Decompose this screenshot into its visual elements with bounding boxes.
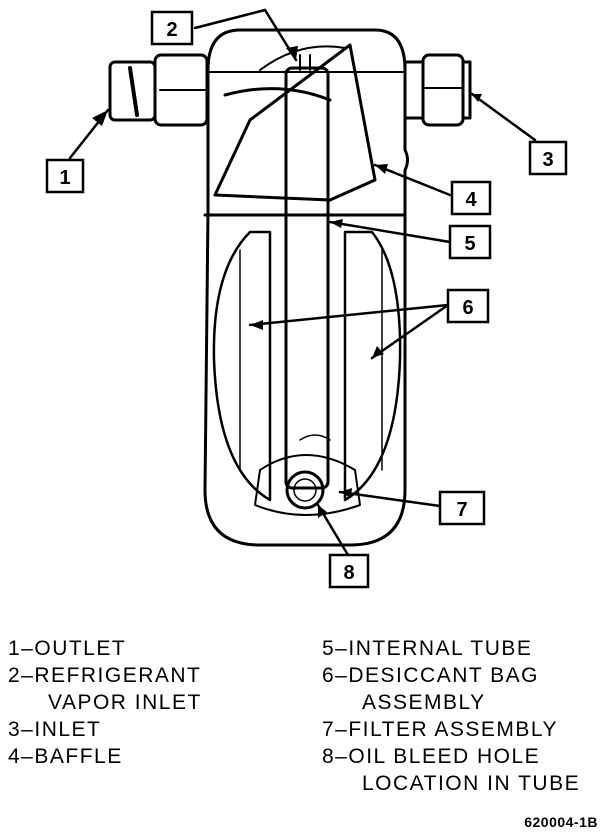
outlet-fitting xyxy=(108,53,209,127)
accumulator-diagram: 1 2 3 4 5 6 7 8 xyxy=(45,8,568,589)
oil-bleed-hole xyxy=(285,470,325,510)
callout-box-3 xyxy=(528,140,568,176)
callout-5: 5 xyxy=(464,233,475,255)
legend-item: 1–OUTLET xyxy=(8,637,127,660)
callout-box-1 xyxy=(45,158,85,194)
legend-item: 7–FILTER ASSEMBLY xyxy=(322,718,558,741)
callout-3: 3 xyxy=(542,149,553,171)
legend-item: 6–DESICCANT BAG xyxy=(322,664,540,687)
callout-8: 8 xyxy=(343,562,354,584)
callout-6: 6 xyxy=(462,297,473,319)
legend-right-column: 5–INTERNAL TUBE 6–DESICCANT BAG ASSEMBLY 7–… xyxy=(322,635,580,797)
desiccant-bag-left xyxy=(212,230,272,502)
callout-box-7 xyxy=(438,490,486,526)
filter-assembly xyxy=(254,454,361,516)
legend-item: 5–INTERNAL TUBE xyxy=(322,637,533,660)
baffle xyxy=(213,43,377,202)
legend-item: 8–OIL BLEED HOLE xyxy=(322,745,541,768)
callout-box-8 xyxy=(328,553,370,589)
legend-item: ASSEMBLY xyxy=(362,691,486,714)
callout-box-4 xyxy=(450,180,492,216)
inlet-fitting xyxy=(403,53,472,127)
legend-item: LOCATION IN TUBE xyxy=(362,772,581,795)
legend-item: 3–INLET xyxy=(8,718,102,741)
accumulator-housing xyxy=(203,28,409,547)
desiccant-bag-right xyxy=(343,230,402,502)
legend-item: 2–REFRIGERANT xyxy=(8,664,202,687)
callout-7: 7 xyxy=(456,499,467,521)
legend-item: 4–BAFFLE xyxy=(8,745,123,768)
callout-4: 4 xyxy=(465,189,477,211)
callout-2: 2 xyxy=(166,19,177,41)
figure-code: 620004-1B xyxy=(524,814,598,830)
callout-box-6 xyxy=(446,288,490,324)
callout-box-5 xyxy=(448,224,492,260)
callout-box-2 xyxy=(150,10,194,46)
arrowheads xyxy=(92,46,482,518)
legend-item: VAPOR INLET xyxy=(48,691,202,714)
legend-left-column: 1–OUTLET 2–REFRIGERANT VAPOR INLET 3–INLET 4… xyxy=(8,635,202,770)
callout-1: 1 xyxy=(59,167,70,189)
internal-tube xyxy=(284,66,330,490)
